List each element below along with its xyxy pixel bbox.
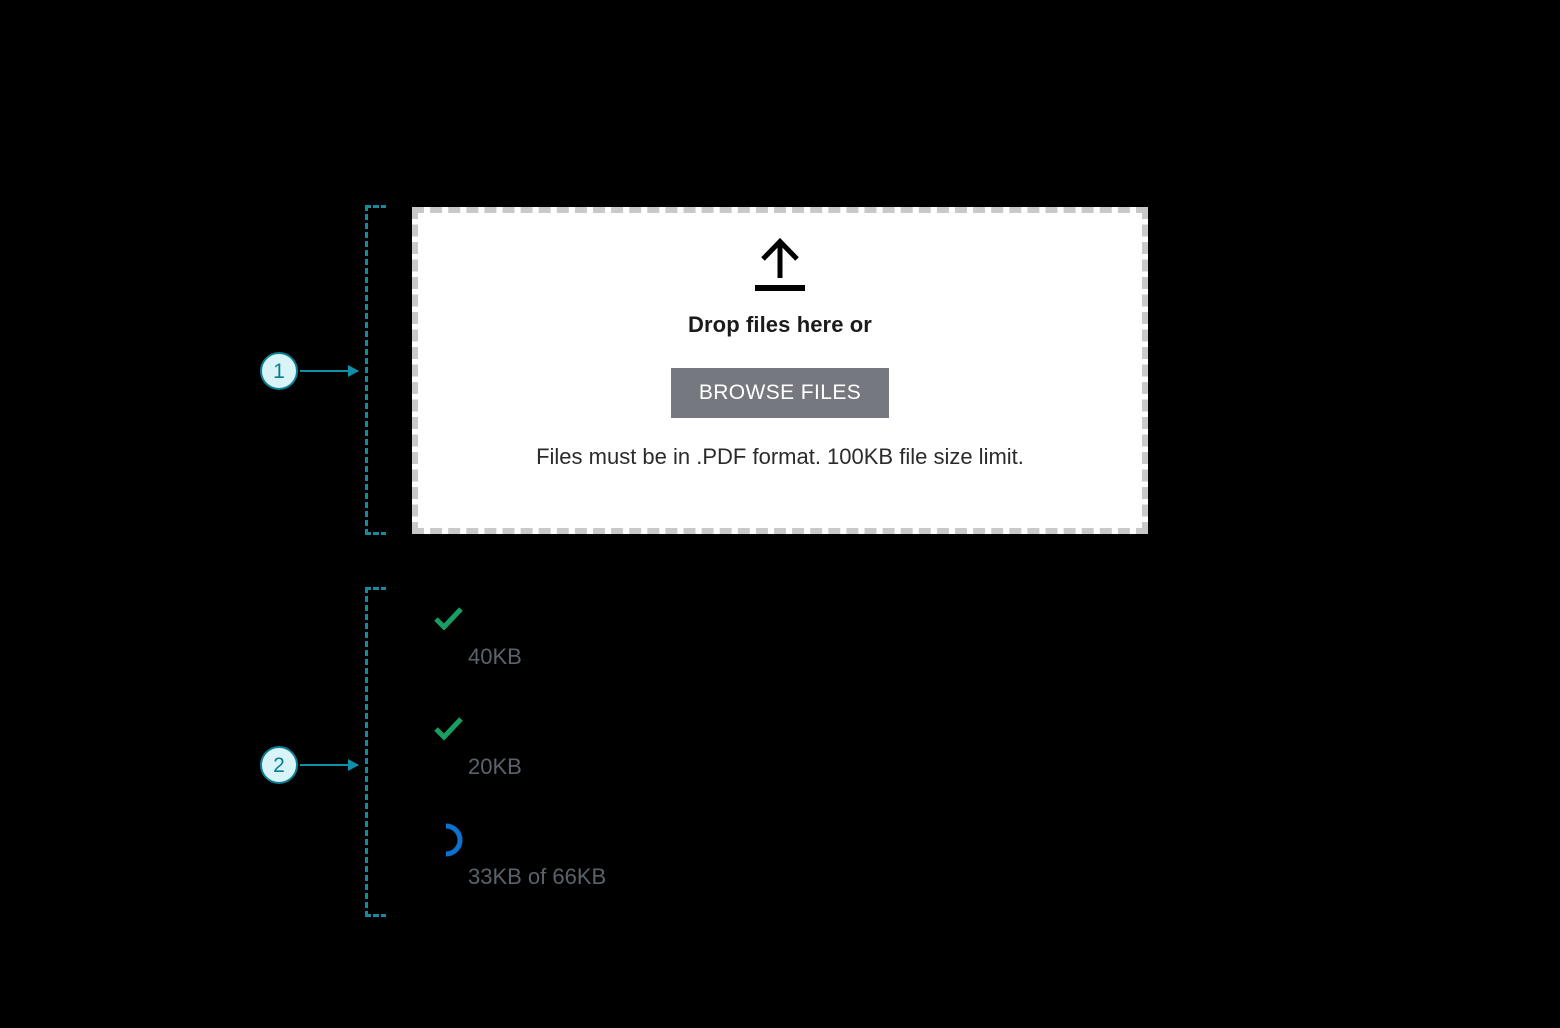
list-item[interactable]: 33KB of 66KB bbox=[428, 818, 1068, 928]
annotation-marker-2: 2 bbox=[260, 746, 359, 784]
annotation-bracket-dropzone bbox=[365, 204, 399, 536]
dropzone-title: Drop files here or bbox=[688, 312, 872, 337]
file-upload-dropzone[interactable]: Drop files here or BROWSE FILES Files mu… bbox=[412, 207, 1148, 534]
file-meta: 20KB bbox=[468, 754, 522, 779]
annotation-bracket-file-list bbox=[365, 586, 399, 918]
file-meta: 33KB of 66KB bbox=[468, 864, 607, 889]
annotation-marker-1: 1 bbox=[260, 352, 359, 390]
file-upload-list: 40KB 20KB 33KB of 66KB bbox=[428, 598, 1068, 928]
annotation-marker-1-circle: 1 bbox=[260, 352, 298, 390]
annotation-marker-2-arrow bbox=[300, 759, 359, 771]
check-icon bbox=[428, 598, 468, 638]
annotation-marker-2-circle: 2 bbox=[260, 746, 298, 784]
list-item[interactable]: 40KB bbox=[428, 598, 1068, 708]
browse-files-button[interactable]: BROWSE FILES bbox=[670, 368, 890, 418]
annotation-marker-1-arrow bbox=[300, 365, 359, 377]
file-meta: 40KB bbox=[468, 644, 522, 669]
list-item[interactable]: 20KB bbox=[428, 708, 1068, 818]
upload-arrow-icon bbox=[751, 237, 809, 292]
spinner-icon bbox=[438, 820, 478, 860]
check-icon bbox=[428, 708, 468, 748]
dropzone-hint-text: Files must be in .PDF format. 100KB file… bbox=[536, 444, 1024, 469]
